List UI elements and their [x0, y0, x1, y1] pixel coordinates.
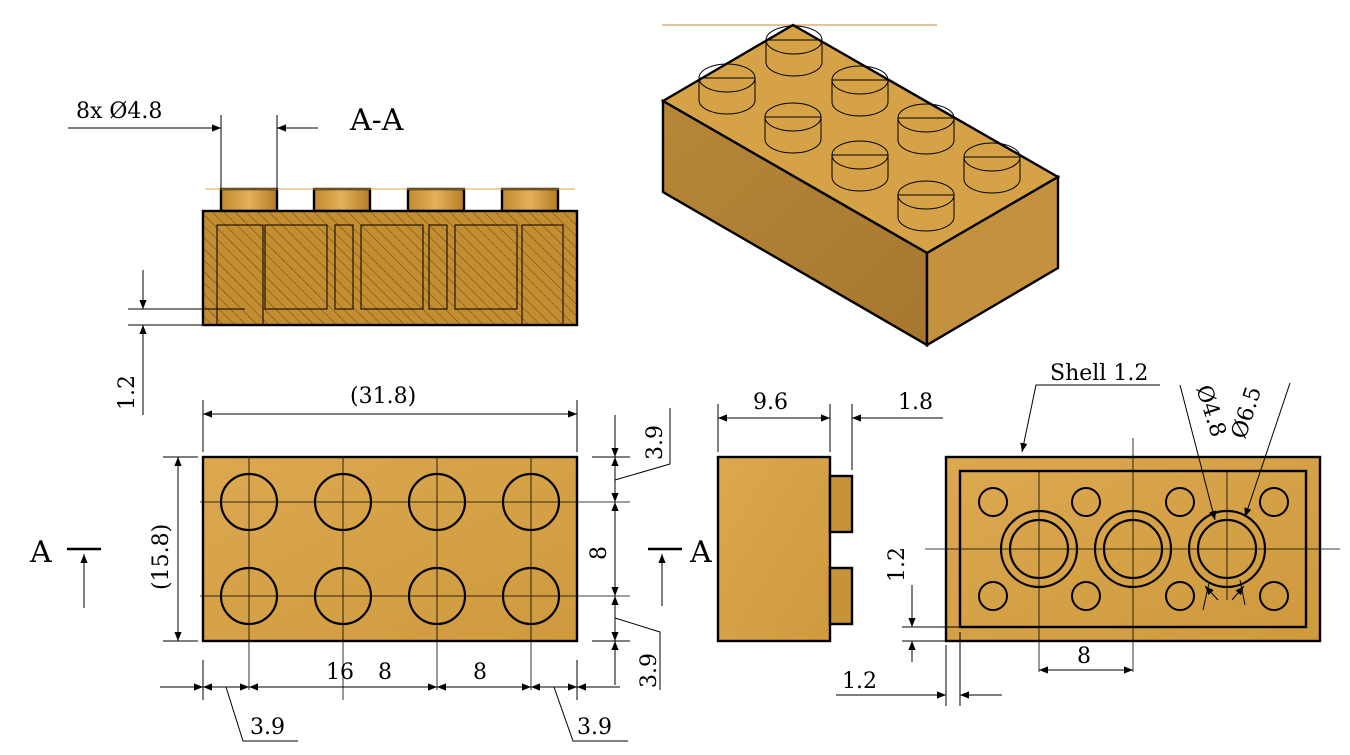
stud-height-label: 1.8 [898, 390, 933, 415]
top-view-body [201, 455, 579, 643]
section-view: 8x Ø4.8 A-A 1.2 [68, 99, 579, 415]
body-height-label: 9.6 [753, 390, 788, 415]
edge-top-label: 3.9 [643, 425, 668, 460]
floor-thickness-label: 1.2 [115, 375, 140, 410]
side-view: 9.6 1.8 [716, 390, 943, 643]
tube-pitch-label: 8 [1077, 644, 1091, 669]
stud-pitch-vertical-label: 8 [587, 546, 612, 560]
section-body [201, 209, 579, 327]
bottom-view: Ø4.8 Ø6.5 Shell 1.2 1.2 1.2 8 [836, 361, 1340, 706]
tube-outer-diameter-label: Ø6.5 [1227, 384, 1267, 442]
section-marker-right: A [648, 535, 712, 606]
overall-width-label: (15.8) [149, 524, 174, 590]
edge-right-label: 3.9 [577, 715, 612, 740]
top-view-studs [219, 472, 561, 626]
iso-studs [698, 25, 1021, 232]
bottom-view-small-holes [978, 487, 1289, 611]
bottom-view-tubes [999, 509, 1267, 589]
wall-thickness-label: 1.2 [885, 547, 910, 582]
iso-side-face [925, 174, 1060, 348]
section-title: A-A [349, 103, 404, 138]
tube-inner-diameter-label: Ø4.8 [1190, 382, 1230, 440]
svg-text:A: A [689, 535, 712, 570]
overall-length-label: (31.8) [350, 384, 416, 409]
edge-left-label: 3.9 [250, 715, 285, 740]
section-marker-left: A [29, 535, 101, 608]
isometric-view [660, 23, 1061, 348]
section-cavities [216, 224, 564, 326]
stud-diameter-callout: 8x Ø4.8 [76, 99, 162, 124]
side-view-body [716, 455, 832, 643]
pitch-16-label: 16 [326, 660, 354, 685]
pitch-8-label-a: 8 [378, 660, 392, 685]
side-thickness-label: 1.2 [842, 669, 877, 694]
top-view: (31.8) (15.8) 16 8 8 3.9 3.9 3.9 3.9 [29, 384, 712, 742]
svg-text:A: A [29, 535, 52, 570]
section-studs [219, 187, 560, 213]
shell-label: Shell 1.2 [1050, 361, 1148, 386]
edge-bottom-label: 3.9 [637, 653, 662, 688]
pitch-8-label-b: 8 [473, 660, 487, 685]
